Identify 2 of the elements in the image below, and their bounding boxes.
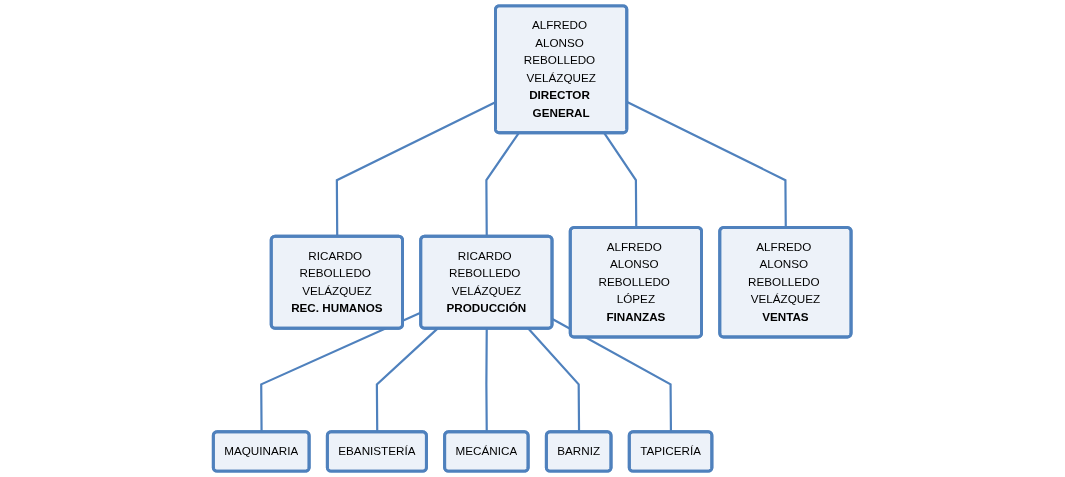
connector <box>485 132 520 237</box>
connector <box>603 132 638 228</box>
